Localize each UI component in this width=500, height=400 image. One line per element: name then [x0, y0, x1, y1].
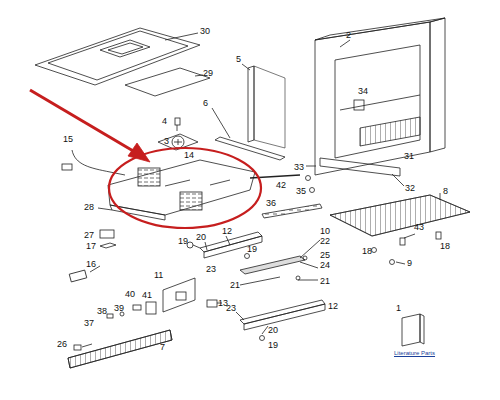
callout-number: 12: [222, 226, 232, 236]
callout-number: 42: [276, 180, 286, 190]
callout-number: 22: [320, 236, 330, 246]
callout-number: 36: [266, 198, 276, 208]
callout-number: 11: [154, 270, 163, 280]
callout-number: 35: [296, 186, 306, 196]
callout-number: 28: [84, 202, 94, 212]
callout-number: 1: [396, 303, 401, 313]
callout-number: 2: [346, 30, 351, 40]
callout-number: 32: [405, 183, 415, 193]
callout-number: 17: [86, 241, 96, 251]
callout-number: 12: [328, 301, 338, 311]
callout-number: 4: [162, 116, 167, 126]
callout-number: 20: [196, 232, 206, 242]
literature-label: Literature Parts: [394, 350, 435, 357]
callout-number: 19: [178, 236, 188, 246]
callout-number: 21: [320, 276, 330, 286]
callout-number: 14: [184, 150, 194, 160]
callout-number: 25: [320, 250, 330, 260]
callout-number: 19: [268, 340, 278, 350]
callout-number: 38: [97, 306, 107, 316]
callout-number: 24: [320, 260, 330, 270]
callout-number: 26: [57, 339, 67, 349]
callout-number: 8: [443, 186, 448, 196]
callout-number: 6: [203, 98, 208, 108]
callout-number: 9: [407, 258, 412, 268]
callout-number: 23: [206, 264, 216, 274]
callout-number: 18: [362, 246, 372, 256]
callout-number: 3: [164, 136, 169, 146]
callout-number: 40: [125, 289, 135, 299]
callout-number: 34: [358, 86, 368, 96]
callout-number: 41: [142, 290, 152, 300]
callout-number: 27: [84, 230, 94, 240]
callout-number: 39: [114, 303, 124, 313]
callout-number: 16: [86, 259, 96, 269]
callout-number: 18: [440, 241, 450, 251]
callout-number: 10: [320, 226, 330, 236]
callout-number: 37: [84, 318, 94, 328]
callout-number: 19: [247, 244, 257, 254]
callout-number: 20: [268, 325, 278, 335]
callout-number: 29: [203, 68, 213, 78]
callout-number: 31: [404, 151, 414, 161]
callout-number: 15: [63, 134, 73, 144]
callout-number: 33: [294, 162, 304, 172]
callout-number: 7: [160, 342, 165, 352]
callout-number: 43: [414, 222, 424, 232]
callout-number: 5: [236, 54, 241, 64]
callout-number: 30: [200, 26, 210, 36]
callout-number: 21: [230, 280, 240, 290]
callout-number: 23: [226, 303, 236, 313]
